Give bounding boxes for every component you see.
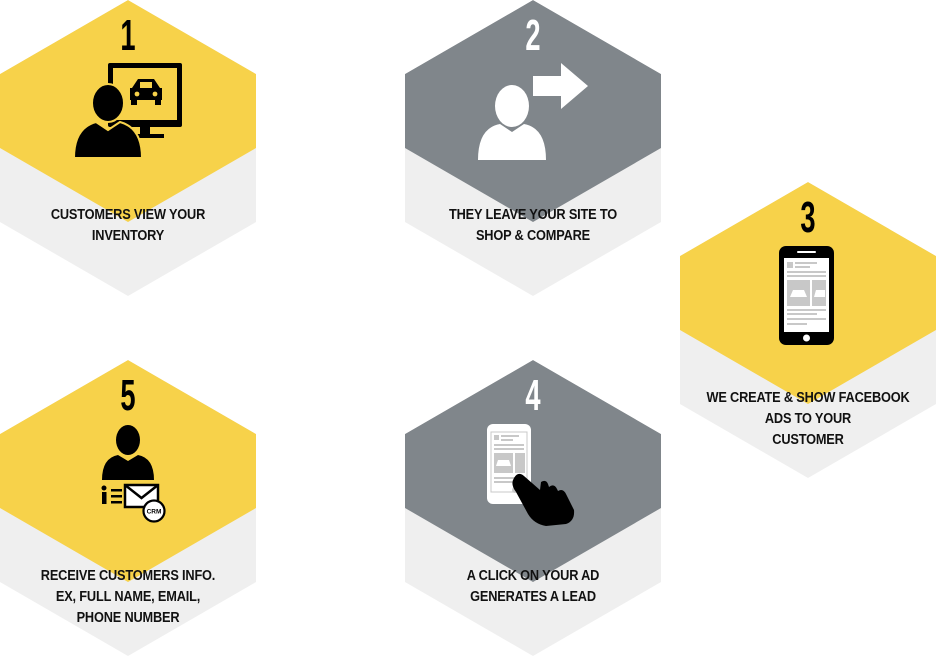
step-2-number: 2 <box>525 10 540 59</box>
step-3-description: WE CREATE & SHOW FACEBOOK ADS TO YOUR CU… <box>702 388 913 451</box>
person-info-mail-crm-icon: CRM <box>101 425 166 523</box>
step-5-description: RECEIVE CUSTOMERS INFO. EX, FULL NAME, E… <box>22 566 233 629</box>
step-3-line-1: WE CREATE & SHOW FACEBOOK <box>706 390 910 406</box>
hand-tap-phone-icon <box>487 424 575 526</box>
step-2-line-1: THEY LEAVE YOUR SITE TO <box>448 207 618 223</box>
step-1-description: CUSTOMERS VIEW YOUR INVENTORY <box>40 205 216 247</box>
step-5-line-2: EX, FULL NAME, EMAIL, <box>55 589 201 605</box>
step-2-line-2: SHOP & COMPARE <box>475 228 591 244</box>
hex-top-band <box>405 0 661 222</box>
info-icon <box>101 485 107 504</box>
step-1-line-2: INVENTORY <box>91 228 165 244</box>
step-1-line-1: CUSTOMERS VIEW YOUR <box>50 207 206 223</box>
person-computer-car-icon <box>72 63 182 159</box>
step-4-number: 4 <box>525 370 541 419</box>
step-5-line-1: RECEIVE CUSTOMERS INFO. <box>40 568 216 584</box>
step-3-line-3: CUSTOMER <box>772 432 844 448</box>
smartphone-ad-icon <box>779 246 834 345</box>
crm-label: CRM <box>147 509 162 516</box>
step-3-number: 3 <box>800 192 815 241</box>
step-5-line-3: PHONE NUMBER <box>76 610 180 626</box>
crm-badge: CRM <box>142 499 166 523</box>
step-2-description: THEY LEAVE YOUR SITE TO SHOP & COMPARE <box>436 205 630 247</box>
step-3-line-2: ADS TO YOUR <box>764 411 852 427</box>
hex-top-band <box>405 360 661 582</box>
step-4-line-2: GENERATES A LEAD <box>470 589 596 605</box>
step-4-line-1: A CLICK ON YOUR AD <box>466 568 600 584</box>
step-5-number: 5 <box>120 370 135 419</box>
step-1-number: 1 <box>120 10 135 59</box>
person-leaving-arrow-icon <box>478 63 588 160</box>
step-4-description: A CLICK ON YOUR AD GENERATES A LEAD <box>445 566 621 608</box>
